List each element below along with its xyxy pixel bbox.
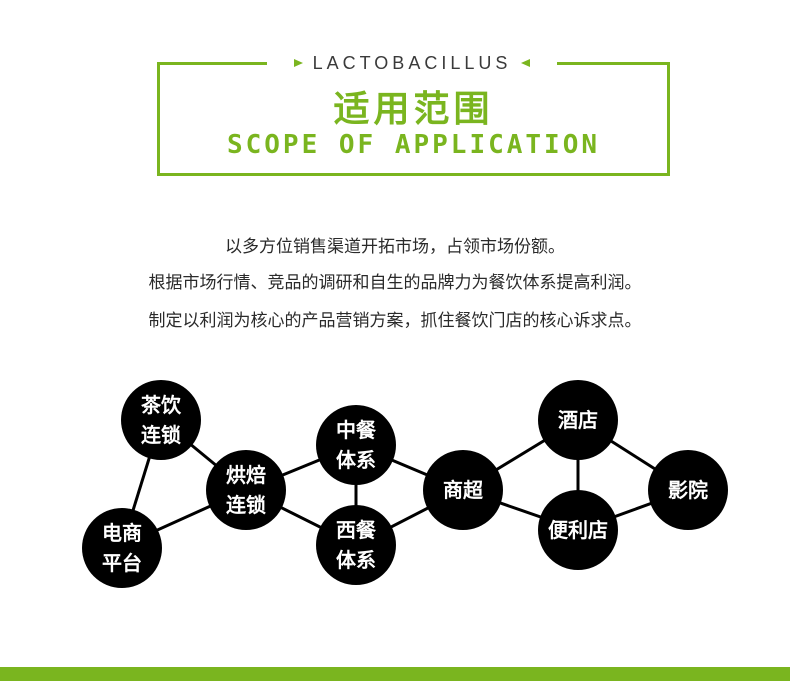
bottom-accent-bar	[0, 667, 790, 681]
arrow-left-icon	[521, 59, 531, 67]
arrow-right-icon	[293, 59, 303, 67]
node-ecommerce-line2: 平台	[102, 551, 142, 575]
node-tea-chain: 茶饮连锁	[121, 380, 201, 460]
node-tea-line1: 茶饮	[141, 393, 181, 417]
node-cinema: 影院	[648, 450, 728, 530]
node-bakery-line1: 烘焙	[226, 463, 266, 487]
frame-gap	[267, 56, 557, 70]
node-ecommerce-line1: 电商	[102, 521, 142, 545]
description-line-2: 根据市场行情、竞品的调研和自生的品牌力为餐饮体系提高利润。	[148, 273, 642, 293]
node-chinese-food: 中餐体系	[316, 405, 396, 485]
subtitle-en-row: LACTOBACILLUS	[267, 52, 557, 74]
node-western-line1: 西餐	[336, 518, 376, 542]
node-western-food: 西餐体系	[316, 505, 396, 585]
node-supermarket: 商超	[423, 450, 503, 530]
node-chinese-line1: 中餐	[336, 418, 376, 442]
node-supermarket-label: 商超	[443, 478, 483, 502]
description-line-1: 以多方位销售渠道开拓市场，占领市场份额。	[225, 237, 565, 257]
node-chinese-line2: 体系	[336, 448, 376, 472]
node-ecommerce-platform: 电商平台	[82, 508, 162, 588]
title-cn: 适用范围	[333, 89, 494, 130]
node-convenience-store: 便利店	[538, 490, 618, 570]
node-hotel: 酒店	[538, 380, 618, 460]
node-bakery-chain: 烘焙连锁	[206, 450, 286, 530]
description-line-3: 制定以利润为核心的产品营销方案，抓住餐饮门店的核心诉求点。	[148, 311, 642, 331]
subtitle-en: LACTOBACILLUS	[312, 52, 512, 73]
node-western-line2: 体系	[336, 548, 376, 572]
node-tea-line2: 连锁	[141, 423, 181, 447]
node-hotel-label: 酒店	[558, 408, 598, 432]
node-convenience-label: 便利店	[548, 518, 608, 542]
node-bakery-line2: 连锁	[226, 493, 266, 517]
title-en: SCOPE OF APPLICATION	[226, 130, 601, 160]
node-cinema-label: 影院	[668, 478, 708, 502]
